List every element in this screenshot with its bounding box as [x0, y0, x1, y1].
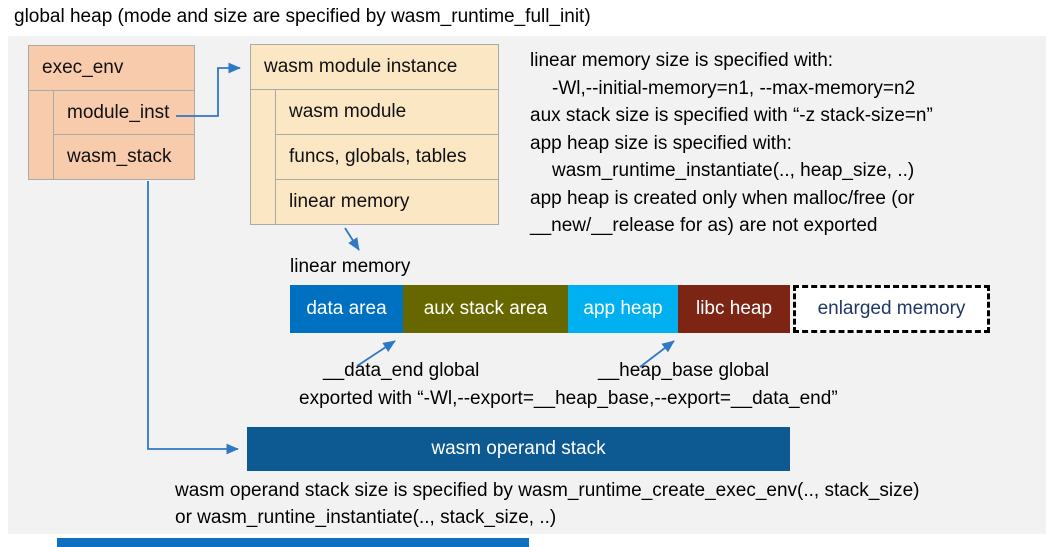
- info-line: aux stack size is specified with “-z sta…: [530, 105, 933, 126]
- exec-env-row-wasm-stack: wasm_stack: [67, 146, 172, 167]
- export-note: exported with “-Wl,--export=__heap_base,…: [299, 388, 838, 409]
- exec-env-row-module-inst: module_inst: [54, 91, 194, 135]
- info-line: app heap size is specified with:: [530, 132, 792, 154]
- wasm-module-instance-indent-strip: [251, 90, 276, 224]
- segment-app-heap: app heap: [568, 285, 678, 333]
- segment-enlarged-memory: enlarged memory: [793, 285, 990, 333]
- segment-aux-stack-area: aux stack area: [403, 285, 568, 333]
- wasm-module-instance-box: wasm module instance wasm module funcs, …: [250, 44, 499, 225]
- wasm-operand-stack-bar: wasm operand stack: [247, 427, 790, 471]
- info-line: -Wl,--initial-memory=n1, --max-memory=n2: [552, 77, 916, 99]
- page-title: global heap (mode and size are specified…: [14, 6, 591, 27]
- exec-env-header: exec_env: [29, 46, 194, 91]
- wasm-module-instance-header: wasm module instance: [251, 45, 498, 90]
- linear-memory-label: linear memory: [290, 256, 411, 277]
- row-wasm-module: wasm module: [276, 90, 498, 135]
- exec-env-box: exec_env module_inst wasm_stack: [28, 45, 195, 180]
- exec-env-indent-strip: [29, 91, 54, 179]
- info-line: __new/__release for as) are not exported: [530, 215, 878, 236]
- info-line: linear memory size is specified with:: [530, 50, 834, 71]
- operand-stack-note-line1: wasm operand stack size is specified by …: [175, 480, 920, 501]
- segment-data-area: data area: [290, 285, 403, 333]
- operand-stack-note-line2: or wasm_runtine_instantiate(.., stack_si…: [175, 507, 557, 528]
- wasm-operand-stack-label: wasm operand stack: [431, 438, 606, 459]
- info-line: app heap is created only when malloc/fre…: [530, 187, 915, 209]
- segment-libc-heap: libc heap: [678, 285, 790, 333]
- footer-accent-bar: [57, 538, 529, 547]
- info-line: wasm_runtime_instantiate(.., heap_size, …: [552, 160, 915, 181]
- data-end-global-label: __data_end global: [323, 360, 480, 381]
- info-text-block: linear memory size is specified with: -W…: [530, 47, 933, 240]
- heap-base-global-label: __heap_base global: [598, 360, 770, 381]
- row-funcs-globals-tables: funcs, globals, tables: [276, 135, 498, 180]
- row-linear-memory: linear memory: [289, 191, 410, 212]
